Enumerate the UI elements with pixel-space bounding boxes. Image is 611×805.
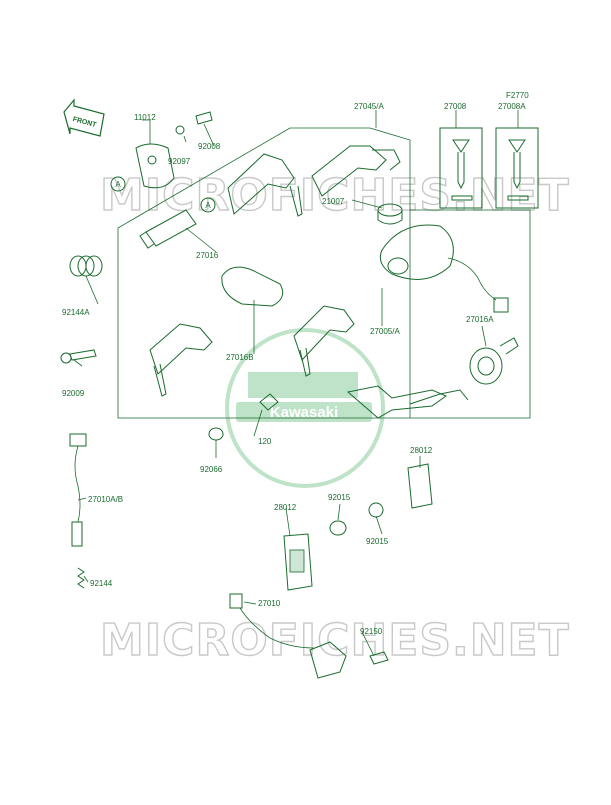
lock-cylinder-27016 (145, 209, 197, 247)
label-27016A: 27016A (466, 315, 494, 324)
kawasaki-logo: Kawasaki (225, 328, 385, 488)
spring-92144 (77, 567, 85, 589)
key-blade (299, 347, 311, 377)
ignition-switch-27005 (379, 224, 454, 280)
key-set-mid-left (149, 323, 213, 375)
label-27016: 27016 (196, 251, 219, 260)
label-92144A: 92144A (62, 308, 90, 317)
label-27010: 27010 (258, 599, 281, 608)
key-set-bottom (346, 385, 448, 419)
wire (74, 445, 81, 523)
key-head (372, 149, 401, 171)
ref-marker-a-label: A (205, 201, 211, 210)
key-tag-icon (451, 195, 473, 201)
switch-27010AB (71, 521, 83, 547)
washer-92097 (175, 125, 185, 135)
label-92144: 92144 (90, 579, 113, 588)
key-tag-icon (507, 195, 529, 201)
switch-wire (447, 257, 497, 301)
front-arrow: FRONT (63, 98, 105, 137)
label-92066: 92066 (200, 465, 223, 474)
figure-code: F2770 (506, 91, 529, 100)
key-blade (289, 185, 303, 217)
bracket-hole (147, 155, 157, 165)
label-92009: 92009 (62, 389, 85, 398)
switch-27010 (309, 641, 347, 679)
lock-face (477, 356, 495, 376)
plate-decal (289, 549, 305, 573)
key-blank-icon (508, 139, 526, 190)
lock-tab (499, 337, 519, 355)
label-92008: 92008 (198, 142, 221, 151)
label-27008A: 27008A (498, 102, 526, 111)
label-28012-right: 28012 (410, 446, 433, 455)
label-27010AB: 27010A/B (88, 495, 123, 504)
lock-cylinder-end (139, 231, 155, 249)
label-27008: 27008 (444, 102, 467, 111)
label-28012-left: 28012 (274, 503, 297, 512)
watermark-top: MICROFICHES.NET (100, 170, 570, 221)
label-120: 120 (258, 437, 272, 446)
nut-92015-left (329, 520, 347, 536)
plate-28012-left (283, 533, 313, 591)
screw-head (60, 352, 72, 364)
bolt-92150 (369, 651, 389, 665)
brand-label: Kawasaki (270, 404, 338, 421)
ref-marker-a-label: A (115, 180, 121, 189)
cap-body (377, 210, 403, 225)
label-92015-bottom: 92015 (366, 537, 389, 546)
bracket-11012 (135, 143, 175, 189)
label-21007: 21007 (322, 197, 345, 206)
spring-92144A (69, 255, 103, 277)
label-92015-top: 92015 (328, 493, 351, 502)
ref-marker-a (110, 176, 126, 192)
label-27045: 27045/A (354, 102, 384, 111)
label-92150: 92150 (360, 627, 383, 636)
part-labels: 11012 92008 92097 27045/A 27008 27008A 2… (62, 102, 526, 636)
connector-27010AB (69, 433, 87, 447)
connector (493, 297, 509, 313)
nut-92015-right (368, 502, 384, 518)
label-27005: 27005/A (370, 327, 400, 336)
screw-92009 (69, 349, 97, 361)
cover-27016B (221, 266, 284, 307)
ref-marker-a (200, 197, 216, 213)
key-set-left (227, 153, 295, 215)
label-27016B: 27016B (226, 353, 254, 362)
bolt-120 (259, 393, 279, 411)
screw-92008 (195, 111, 213, 125)
assembly-frame-top (117, 127, 411, 229)
key-blade (409, 389, 469, 405)
connector-27010 (229, 593, 243, 609)
key-slot (387, 257, 409, 275)
grommet-92066 (208, 427, 224, 441)
label-11012: 11012 (134, 113, 156, 122)
key-blank-icon (452, 139, 470, 190)
leader-lines (73, 110, 519, 657)
wire-27010 (239, 607, 315, 649)
plate-28012-right (407, 463, 433, 509)
key-set-right (311, 145, 387, 197)
key-card-27008 (439, 127, 483, 209)
watermark-bottom: MICROFICHES.NET (100, 615, 570, 666)
label-92097: 92097 (168, 157, 191, 166)
key-blade (153, 363, 167, 397)
key-card-27008A (495, 127, 539, 209)
seat-lock-27016A (469, 347, 503, 385)
